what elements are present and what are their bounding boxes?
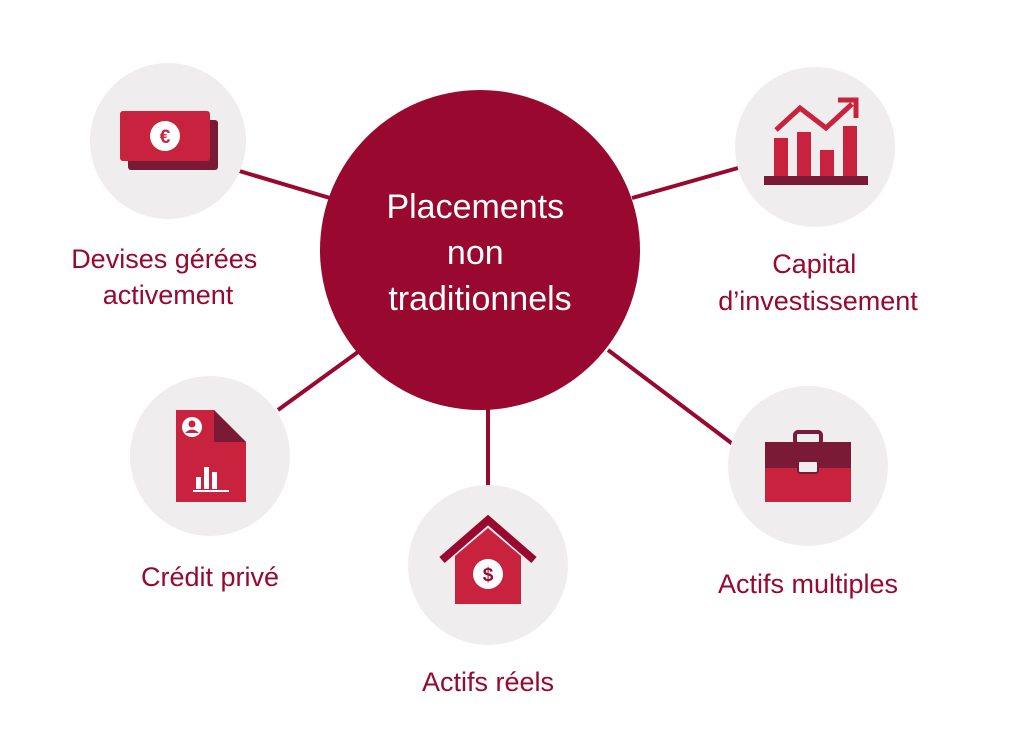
euro-banknotes-icon: € <box>120 111 218 170</box>
hub-line-3: traditionnels <box>388 280 571 318</box>
hub-node: Placements non traditionnels <box>320 90 640 410</box>
node-actifs-reels: $ Actifs réels <box>408 485 568 697</box>
connectors <box>235 166 739 486</box>
svg-text:€: € <box>160 127 171 148</box>
node-devises: € Devises gérées activement <box>71 63 265 310</box>
svg-text:$: $ <box>483 565 494 586</box>
connector-devises <box>235 168 331 200</box>
rising-bar-chart-icon <box>764 97 868 185</box>
hub-title: Placements non traditionnels <box>386 188 573 318</box>
node-label-actifs-reels: Actifs réels <box>422 667 554 697</box>
hub-line-1: Placements <box>386 188 564 226</box>
label-line: Capital <box>772 249 856 279</box>
label-line: Devises gérées <box>71 244 257 274</box>
node-circle <box>735 67 895 227</box>
node-capital: Capital d’investissement <box>718 67 918 316</box>
connector-capital <box>631 166 739 200</box>
node-actifs-multiples: Actifs multiples <box>718 386 898 599</box>
briefcase-icon <box>765 430 851 502</box>
label-line: Crédit privé <box>141 562 279 592</box>
node-credit: Crédit privé <box>130 376 290 592</box>
node-label-credit: Crédit privé <box>141 562 279 592</box>
label-line: Actifs multiples <box>718 569 898 599</box>
label-line: activement <box>103 280 234 310</box>
connector-actifs-multiples <box>606 348 736 447</box>
document-report-icon <box>176 410 246 502</box>
label-line: d’investissement <box>718 286 918 316</box>
hub-line-2: non <box>447 234 504 272</box>
node-label-actifs-multiples: Actifs multiples <box>718 569 898 599</box>
node-label-capital: Capital d’investissement <box>718 249 918 316</box>
node-label-devises: Devises gérées activement <box>71 244 265 310</box>
label-line: Actifs réels <box>422 667 554 697</box>
house-dollar-icon: $ <box>439 514 537 604</box>
connector-credit <box>276 350 360 412</box>
